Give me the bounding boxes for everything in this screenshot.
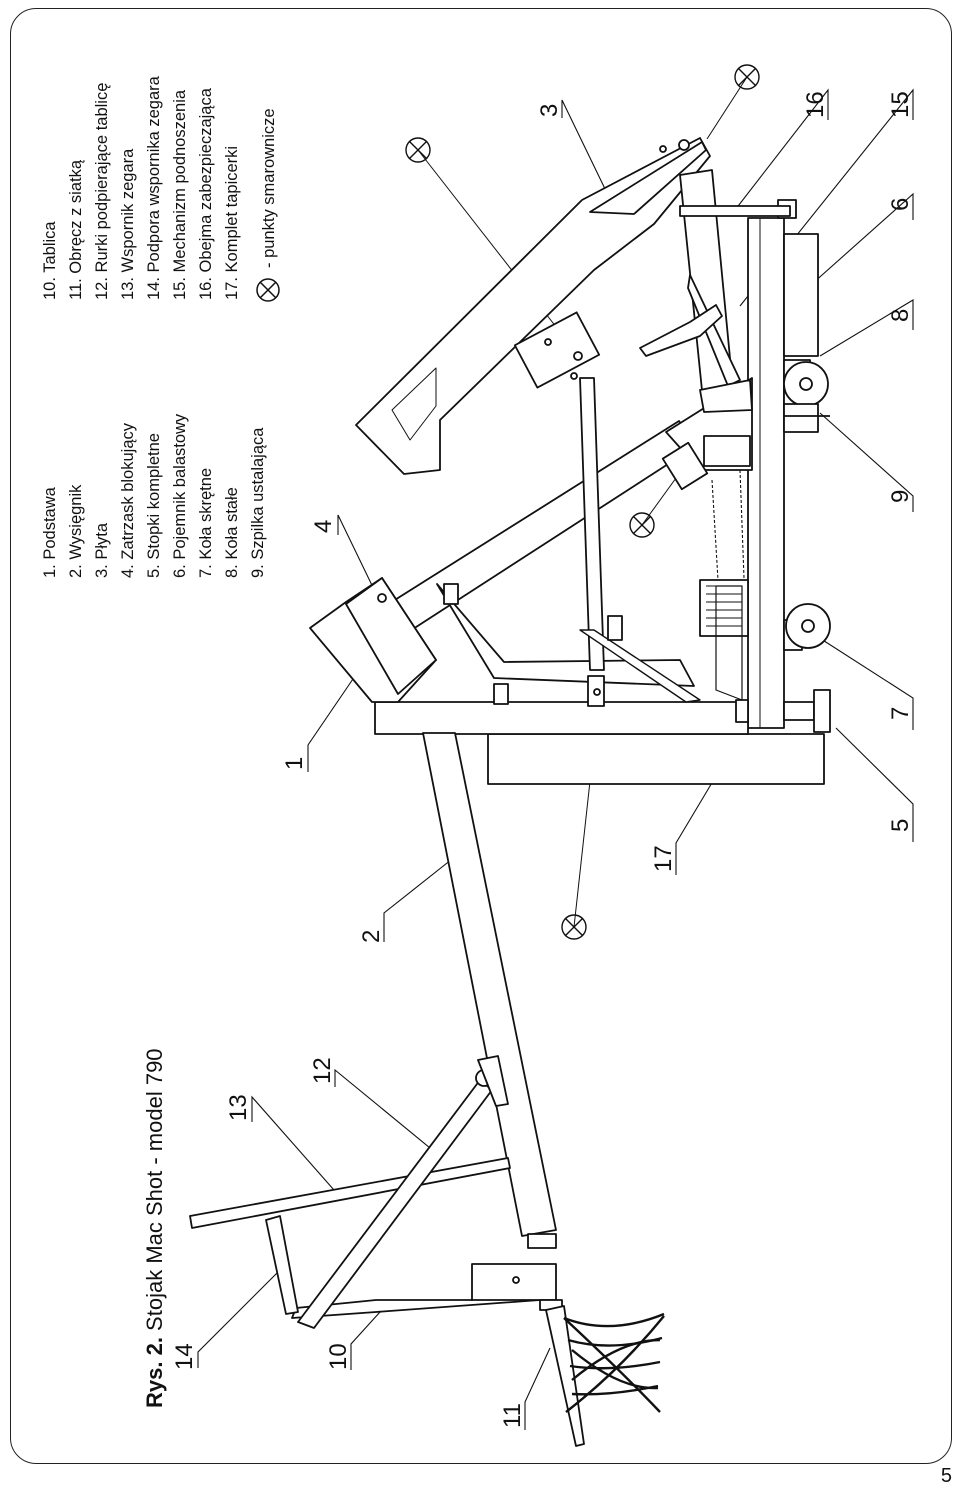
drawing-frame [10, 8, 952, 1464]
callout-13: 13 [225, 1094, 252, 1121]
callout-17: 17 [650, 845, 677, 872]
legend-item-16: 16. Obejma zabezpieczająca [197, 87, 215, 300]
legend-column-2: 10. Tablica 11. Obręcz z siatką 12. Rurk… [41, 75, 280, 302]
legend-item-8: 8. Koła stałe [223, 487, 241, 578]
legend-item-12: 12. Rurki podpierające tablicę [93, 83, 111, 300]
leader-12 [334, 1068, 431, 1149]
callout-4: 4 [310, 520, 337, 533]
ballast-container [783, 233, 819, 357]
callout-9: 9 [887, 490, 914, 503]
callout-16: 16 [802, 91, 829, 118]
legend-item-9: 9. Szpilka ustalająca [249, 427, 267, 578]
callout-12: 12 [309, 1057, 336, 1084]
legend-item-15: 15. Mechanizm podnoszenia [171, 89, 189, 300]
fixed-wheel [783, 359, 829, 409]
callout-14: 14 [171, 1343, 198, 1370]
lift-mechanism [639, 304, 723, 357]
legend-column-1: 1. Podstawa 2. Wysięgnik 3. Płyta 4. Zat… [41, 413, 267, 578]
callout-7: 7 [887, 707, 914, 720]
leader-4 [337, 514, 383, 607]
leader-9 [819, 412, 914, 512]
callout-6: 6 [887, 198, 914, 211]
plate [355, 137, 711, 475]
locking-pin [783, 403, 830, 433]
callout-numbers: 1 2 3 4 5 6 7 8 9 10 11 12 13 14 15 16 1… [171, 91, 914, 1428]
leader-16 [734, 88, 829, 211]
leader-lines [197, 88, 914, 1430]
leader-10 [350, 1311, 381, 1370]
legend-item-11: 11. Obręcz z siatką [67, 159, 85, 300]
callout-2: 2 [358, 930, 385, 943]
leader-8 [819, 299, 914, 357]
leader-13 [251, 1095, 335, 1191]
leader-7 [817, 636, 914, 730]
callout-1: 1 [281, 757, 308, 770]
legend-item-5: 5. Stopki kompletne [145, 433, 163, 578]
legend-item-3: 3. Płyta [93, 522, 111, 578]
stand-drawing [189, 137, 831, 1447]
legend-item-17: 17. Komplet tapicerki [223, 146, 241, 300]
figure-caption: Rys. 2. Stojak Mac Shot - model 790 [142, 1048, 167, 1408]
legend-item-6: 6. Pojemnik balastowy [171, 413, 189, 578]
lube-point-note: - punkty smarownicze [260, 108, 278, 268]
callout-11: 11 [499, 1403, 526, 1428]
lube-point-legend-symbol [256, 278, 280, 302]
legend-item-13: 13. Wspornik zegara [119, 148, 137, 300]
leader-11 [524, 1347, 551, 1430]
swivel-wheel [783, 603, 831, 651]
leader-2 [383, 847, 467, 942]
legend-item-7: 7. Koła skrętne [197, 468, 215, 578]
leader-17 [675, 765, 723, 875]
legend-item-2: 2. Wysięgnik [67, 484, 85, 578]
legend-item-4: 4. Zatrzask blokujący [119, 422, 137, 578]
leader-3 [561, 99, 608, 194]
legend-item-1: 1. Podstawa [41, 486, 59, 578]
leader-1 [307, 675, 356, 772]
main-column [374, 701, 749, 735]
callout-5: 5 [887, 819, 914, 832]
leader-6 [802, 192, 914, 293]
callout-3: 3 [536, 104, 563, 117]
upholstery-pad [487, 733, 825, 785]
leader-5 [835, 727, 914, 842]
legend-item-14: 14. Podpora wspornika zegara [145, 75, 163, 300]
clock-bracket-support [265, 1215, 299, 1315]
hoop-and-net [545, 1305, 665, 1447]
base-frame [747, 217, 785, 729]
spring-pack [699, 579, 749, 637]
callout-10: 10 [325, 1343, 352, 1370]
page-number: 5 [940, 1465, 952, 1487]
feet [679, 199, 831, 733]
clock-bracket [189, 1157, 511, 1229]
callout-8: 8 [887, 309, 914, 322]
callout-15: 15 [887, 91, 914, 118]
legend-item-10: 10. Tablica [41, 221, 59, 300]
leader-14 [197, 1267, 283, 1368]
